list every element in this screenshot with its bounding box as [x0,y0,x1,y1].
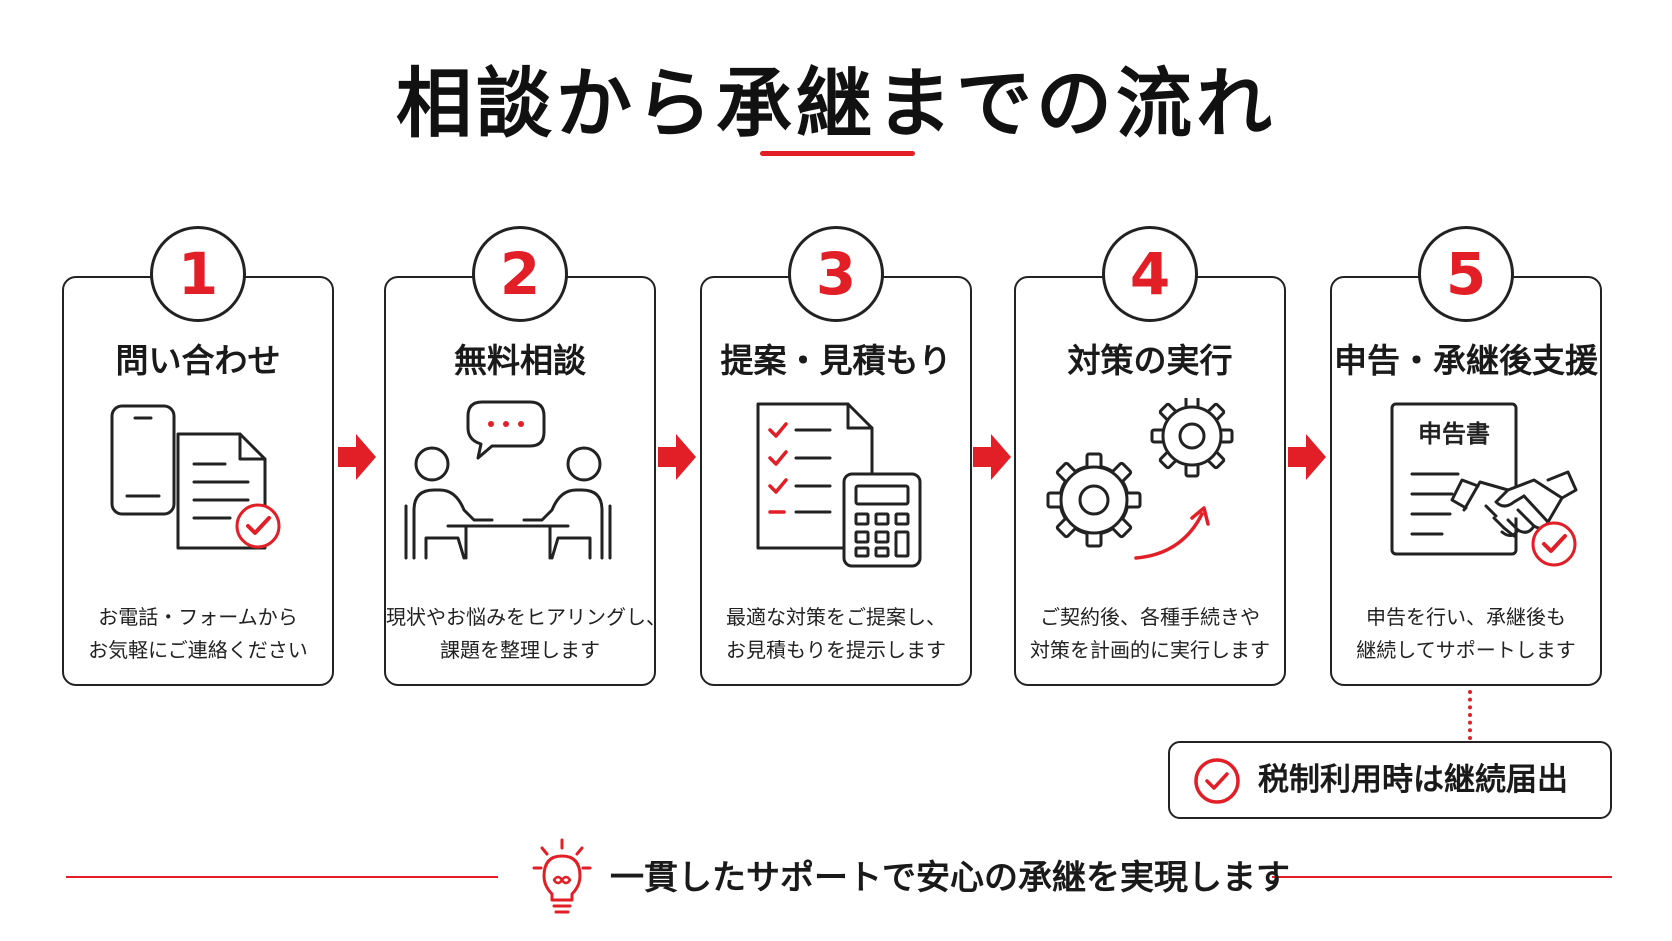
note-text: 税制利用時は継続届出 [1258,762,1568,798]
step-card-2: 2 無料相談 現状やお悩みをヒアリングし、 課題を整理します [384,226,666,686]
flow-arrow-icon [1288,434,1326,480]
check-circle-icon [1194,758,1240,804]
step-description: 最適な対策をご提案し、 お見積もりを提示します [726,605,946,662]
step-title: 申告・承継後支援 [1334,341,1598,380]
step-description: 申告を行い、承継後も 継続してサポートします [1356,605,1576,662]
step-number-badge: 3 [788,226,884,322]
flow-arrow-icon [338,434,376,480]
phone-document-check-icon [110,404,281,550]
title-underline [760,151,915,156]
step-description: お電話・フォームから お気軽にご連絡ください [88,605,308,662]
footer-line-left [66,876,498,878]
step-card-1: 1 問い合わせ お電話・フォームから お気軽にご連絡ください [62,226,334,686]
step-number-badge: 1 [150,226,246,322]
checklist-calculator-icon [756,402,922,568]
note-box: 税制利用時は継続届出 [1168,741,1612,819]
footer-line-right [1272,876,1612,878]
step-title: 問い合わせ [115,341,281,380]
step-number-badge: 2 [472,226,568,322]
declaration-label: 申告書 [1418,420,1490,448]
page-title: 相談から承継までの流れ [396,59,1276,148]
consultation-meeting-icon [404,400,612,560]
step-number-badge: 5 [1418,226,1514,322]
step-description: ご契約後、各種手続きや 対策を計画的に実行します [1030,605,1270,662]
step-card-4: 4 対策の実行 [1014,226,1286,686]
step-card-5: 5 申告・承継後支援 申告書 申告を行い、承継後も 継続してサポートします [1330,226,1602,686]
gears-icon [1046,398,1234,560]
step-title: 提案・見積もり [720,341,952,380]
lightbulb-icon [532,838,592,914]
flow-arrow-icon [973,434,1011,480]
footer-message: 一貫したサポートで安心の承継を実現します [610,858,1290,898]
step-title: 対策の実行 [1067,341,1233,380]
declaration-handshake-icon: 申告書 [1390,402,1578,567]
step-card-3: 3 提案・見積もり 最適な対策をご提案し、 お見積もりを提示します [700,226,972,686]
step-number-badge: 4 [1102,226,1198,322]
note-connector [1468,690,1472,740]
step-title: 無料相談 [454,341,586,380]
flow-arrow-icon [658,434,696,480]
step-description: 現状やお悩みをヒアリングし、 課題を整理します [386,605,666,662]
